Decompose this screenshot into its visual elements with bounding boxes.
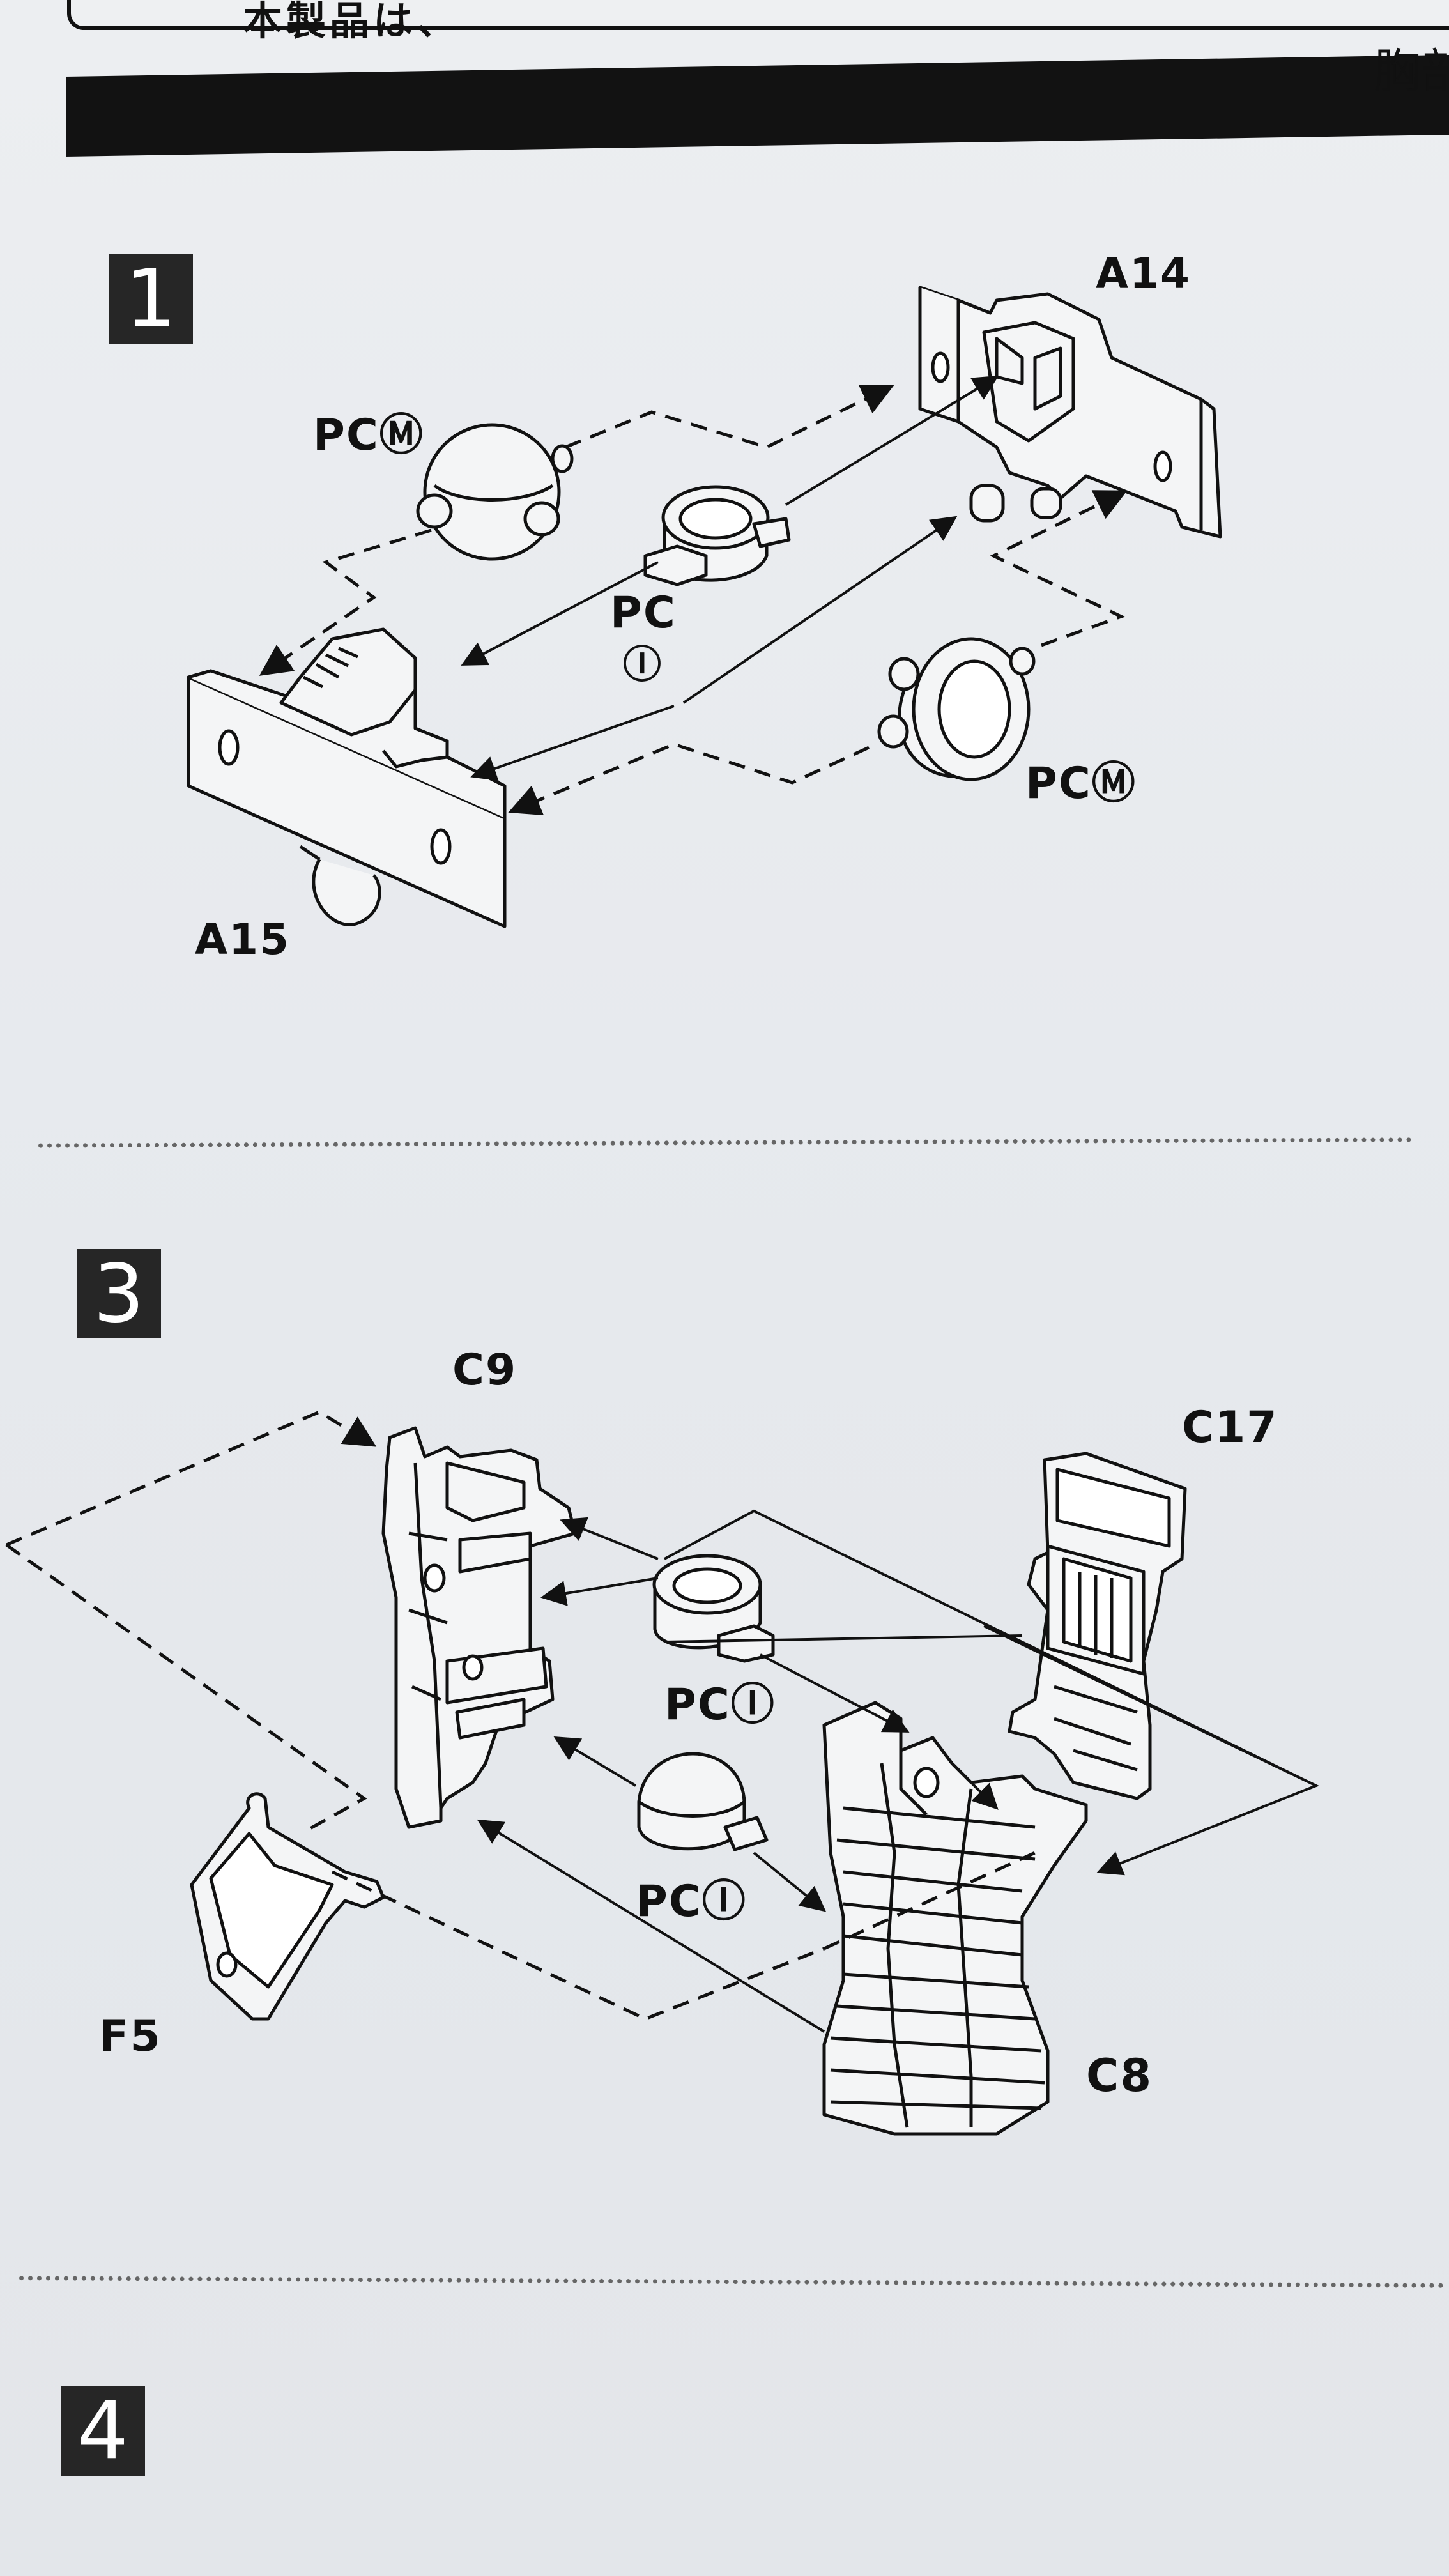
label-c8: C8 [1086, 2050, 1153, 2102]
part-a15-drawing [187, 627, 507, 928]
step3-solid-arrows [477, 1509, 1319, 2033]
label-f5: F5 [99, 2011, 162, 2062]
part-c8-drawing [822, 1701, 1088, 2136]
step-number-1: 1 [109, 254, 193, 344]
pc-i-step3-upper-drawing [652, 1554, 775, 1663]
label-pc-i-upper: PCⒾ [664, 1680, 776, 1730]
label-pc-i-lower: PCⒾ [636, 1876, 747, 1927]
part-c17-drawing [1008, 1452, 1187, 1800]
label-c9: C9 [452, 1345, 518, 1395]
pc-m-top-drawing [416, 423, 574, 561]
step1-dashed-guides [259, 385, 1128, 815]
pc-i-step3-lower-drawing [637, 1752, 769, 1851]
pc-i-step1-drawing [643, 485, 791, 586]
part-c9-drawing [381, 1426, 577, 1829]
step-number-4: 4 [61, 2386, 145, 2476]
label-a14: A14 [1096, 249, 1191, 298]
top-note-text: 本製品は、 [243, 0, 461, 44]
section-title: 胸部 [1374, 44, 1449, 99]
step-number-3: 3 [77, 1249, 161, 1338]
label-pc-i-line2: Ⓘ [623, 643, 663, 687]
label-pc-m-right: PCⓂ [1025, 758, 1137, 809]
label-pc-i-line1: PC [610, 588, 677, 638]
part-f5-drawing [190, 1792, 385, 2021]
part-a14-drawing [918, 286, 1222, 539]
top-note-box [67, 0, 1449, 30]
label-a15: A15 [195, 915, 290, 964]
label-pc-m-top: PCⓂ [313, 410, 424, 461]
pc-m-right-drawing [877, 637, 1036, 781]
label-c17: C17 [1182, 1402, 1278, 1453]
step3-dashed-guides [5, 1410, 1036, 2021]
step1-solid-arrows [461, 375, 999, 781]
